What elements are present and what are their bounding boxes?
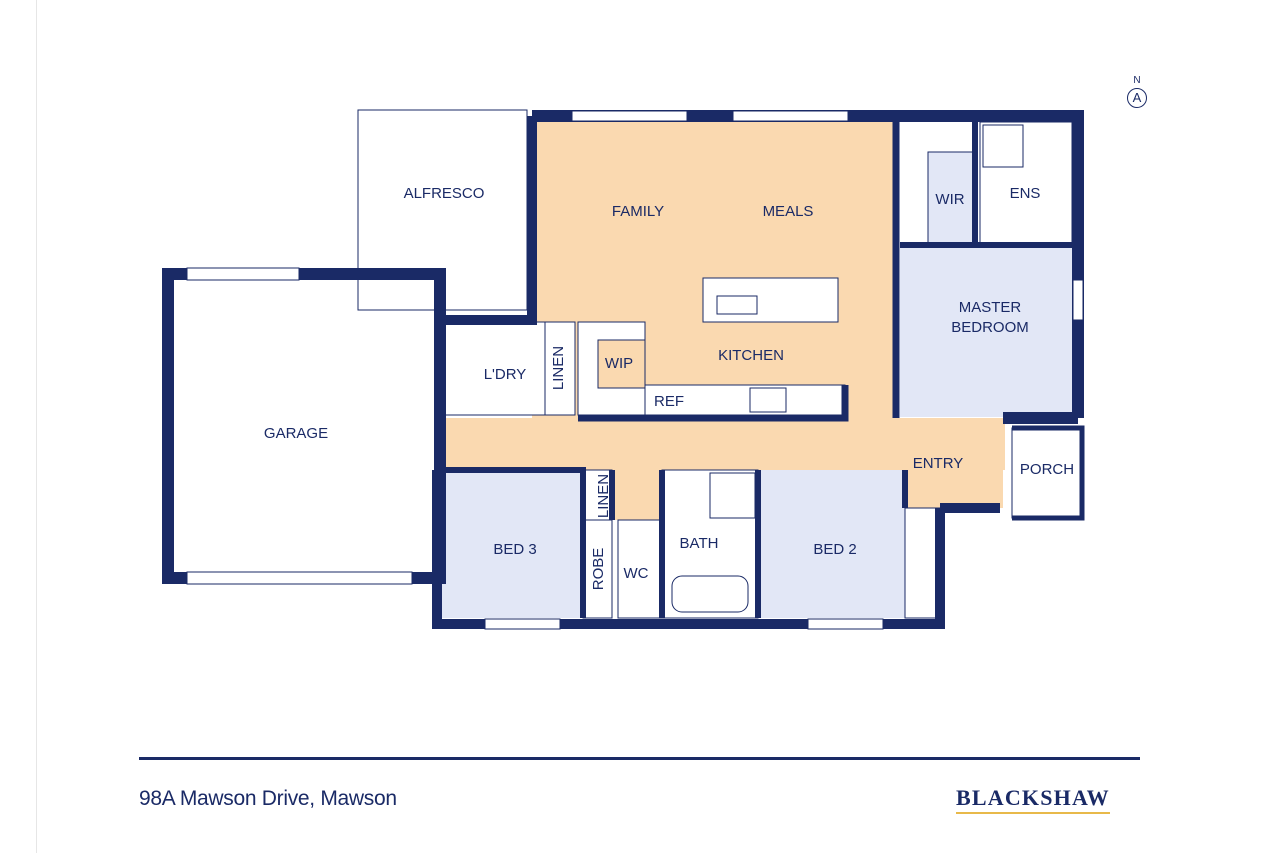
kitchen-bench [644, 384, 846, 416]
label-wip: WIP [605, 355, 633, 372]
label-bath: BATH [680, 535, 719, 552]
label-ref: REF [654, 393, 684, 410]
property-address: 98A Mawson Drive, Mawson [139, 787, 397, 810]
label-porch: PORCH [1020, 461, 1074, 478]
label-wc: WC [624, 565, 649, 582]
label-robe: ROBE [590, 548, 607, 591]
label-alfresco: ALFRESCO [404, 185, 485, 202]
room-labels: ALFRESCO FAMILY MEALS KITCHEN WIP REF L'… [264, 185, 1074, 590]
footer-divider [139, 757, 1140, 760]
bedroom-areas [440, 245, 1072, 618]
north-compass: N A [1125, 75, 1149, 108]
entry-area [905, 418, 1003, 508]
cooktop-icon [749, 387, 787, 413]
label-kitchen: KITCHEN [718, 347, 784, 364]
north-label: N [1133, 75, 1141, 86]
wc-room [617, 519, 663, 619]
robe-cupboard [582, 519, 613, 619]
bed2-area [760, 470, 905, 618]
sink-icon [716, 295, 758, 315]
north-arrow-icon: A [1127, 88, 1147, 108]
label-ensuite: ENS [1010, 185, 1041, 202]
label-linen-2: LINEN [595, 474, 612, 518]
bath-shower-icon [709, 472, 756, 519]
hall-nook [612, 470, 662, 520]
porch-area [1011, 427, 1083, 519]
linen-cupboard [544, 321, 576, 416]
south-wall [432, 470, 1000, 629]
label-master: MASTER [959, 299, 1022, 316]
label-meals: MEALS [763, 203, 814, 220]
bathtub-icon [671, 575, 749, 613]
internal-walls [578, 118, 900, 422]
label-linen: LINEN [550, 346, 567, 390]
label-garage: GARAGE [264, 425, 328, 442]
label-bedroom: BEDROOM [951, 319, 1029, 336]
label-family: FAMILY [612, 203, 664, 220]
label-bed2: BED 2 [813, 541, 856, 558]
room-walls [440, 122, 1072, 618]
label-laundry: L'DRY [484, 366, 527, 383]
windows [186, 110, 1084, 630]
label-bed3: BED 3 [493, 541, 536, 558]
bed3-area [440, 470, 583, 618]
master-bedroom-area [900, 245, 1072, 417]
linen-cupboard-2 [582, 469, 613, 521]
fixtures [439, 121, 1083, 619]
wip-shelf [597, 339, 646, 389]
porch-posts [1012, 425, 1085, 521]
walls [162, 109, 1085, 629]
shower-icon [982, 124, 1024, 168]
brand-logo: BLACKSHAW [956, 785, 1110, 814]
label-entry: ENTRY [913, 455, 964, 472]
page-margin-line [36, 0, 37, 853]
laundry-room [439, 321, 546, 416]
label-wir: WIR [935, 191, 964, 208]
